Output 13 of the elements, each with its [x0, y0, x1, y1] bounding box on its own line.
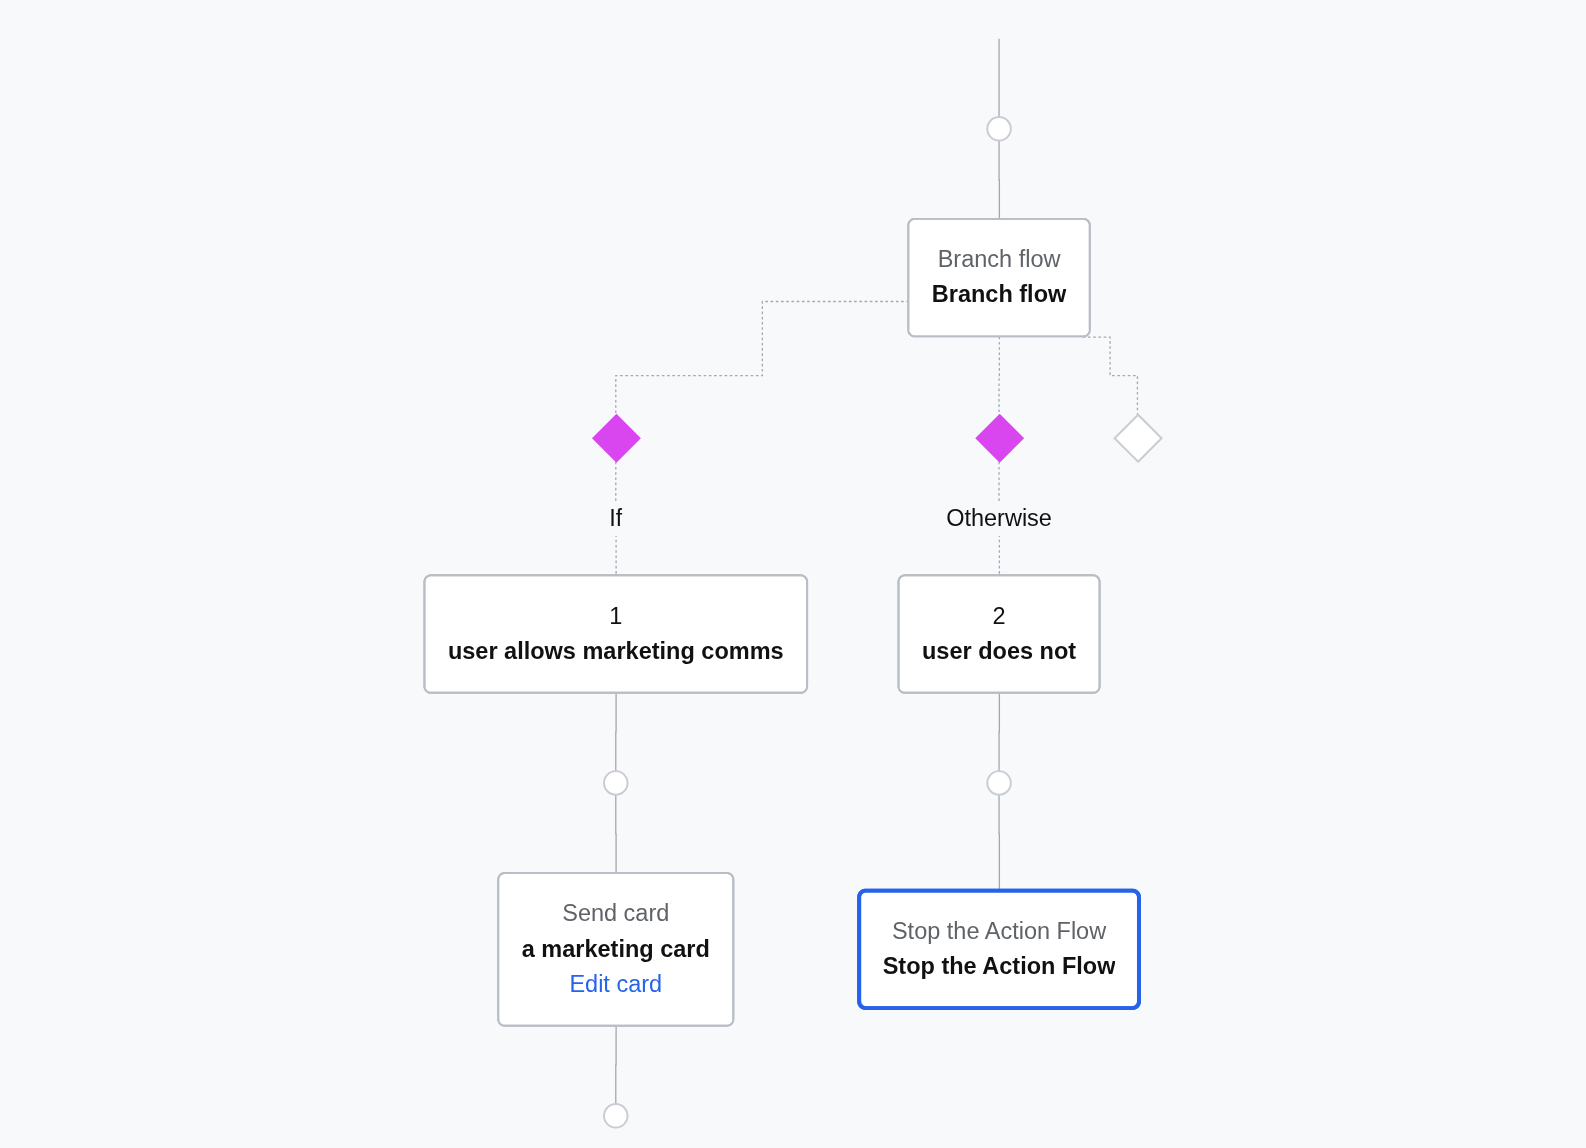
connector [998, 38, 1000, 118]
edge-label: If [609, 504, 623, 531]
node-diamond [1113, 413, 1163, 464]
connector [615, 692, 618, 772]
node-circle [603, 1103, 629, 1129]
node-diamond [592, 413, 641, 463]
node-circle [986, 770, 1012, 796]
node-diamond [975, 413, 1025, 463]
node-circle [603, 770, 629, 796]
connector [998, 692, 1001, 772]
node-circle [986, 116, 1012, 142]
edge-label: Otherwise [946, 504, 1052, 531]
connector [615, 1025, 618, 1105]
